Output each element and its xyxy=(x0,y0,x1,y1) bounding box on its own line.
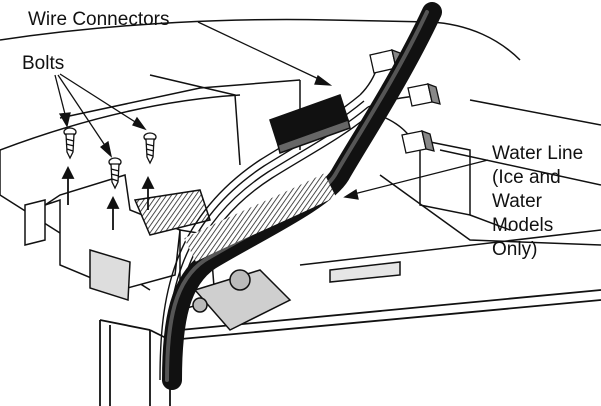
leader-bolt-2 xyxy=(57,74,109,151)
leader-lines xyxy=(54,21,489,200)
water-line-label-line: (Ice and xyxy=(492,167,561,188)
connector-plug-2 xyxy=(407,82,441,107)
connector-plug-3 xyxy=(401,129,435,154)
water-line-label-line: Models xyxy=(492,215,554,236)
water-line-label: Water Line (Ice and Water Models Only) xyxy=(492,142,583,262)
cabinet-right-panel xyxy=(299,99,601,283)
cabinet-front-wall xyxy=(99,289,601,406)
water-line-label-line: Water Line xyxy=(492,143,584,164)
bolt-arrows xyxy=(61,165,155,230)
leader-wire-connectors xyxy=(197,21,326,83)
water-line-label-line: Water xyxy=(492,191,542,212)
hinge-bracket xyxy=(24,174,292,331)
bolt-3 xyxy=(143,132,157,165)
leader-bolt-3 xyxy=(59,73,141,126)
bolts-label: Bolts xyxy=(22,53,65,74)
leader-water-line xyxy=(349,159,489,196)
leader-bolt-1 xyxy=(54,74,67,119)
wire-connector-block xyxy=(269,94,351,154)
water-line-label-line: Only) xyxy=(492,239,538,260)
bolt-2 xyxy=(108,157,122,190)
water-line-tube xyxy=(162,2,442,390)
wire-connectors-label: Wire Connectors xyxy=(28,9,170,30)
bolt-1 xyxy=(63,127,77,160)
